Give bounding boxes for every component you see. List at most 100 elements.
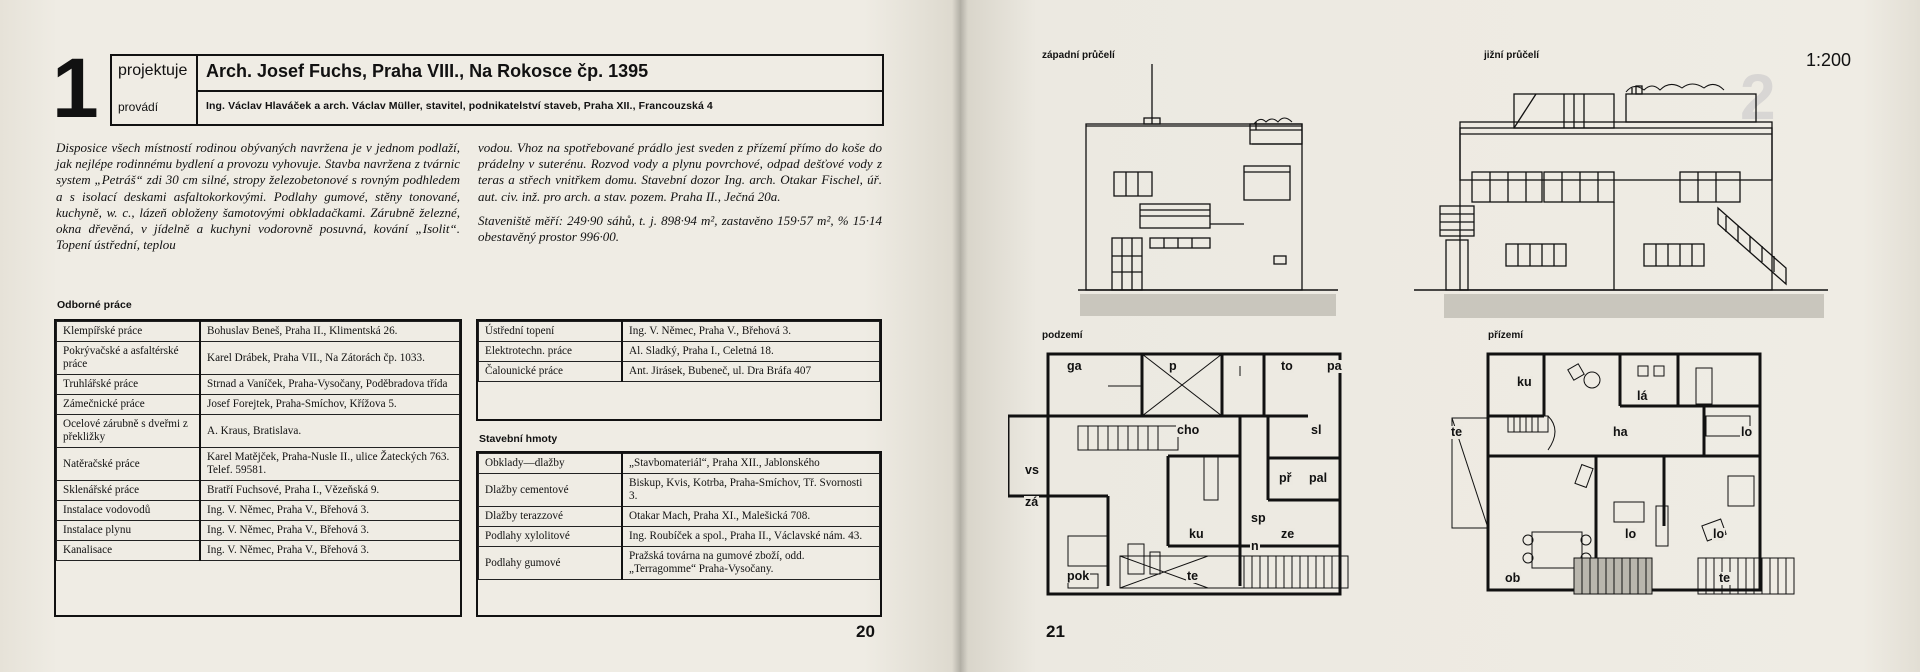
trade-name: Sklenářské práce — [56, 480, 201, 501]
architect-name: Arch. Josef Fuchs, Praha VIII., Na Rokos… — [206, 61, 649, 81]
book-gutter — [952, 0, 968, 672]
firm-name: Bratří Fuchsové, Praha I., Vězeňská 9. — [199, 480, 460, 501]
caption-ground-floor: přízemí — [1488, 330, 1524, 341]
trade-name: Ústřední topení — [478, 321, 623, 342]
firm-name: Ant. Jirásek, Bubeneč, ul. Dra Bráfa 407 — [621, 361, 880, 382]
west-elevation-drawing — [1078, 64, 1338, 316]
trade-name: Obklady—dlažby — [478, 453, 623, 474]
trade-name: Elektrotechn. práce — [478, 341, 623, 362]
room-te-basement: te — [1186, 569, 1200, 583]
room-la: lá — [1636, 389, 1649, 403]
room-pr: př — [1278, 471, 1293, 485]
room-lo-3: lo — [1712, 527, 1726, 541]
room-sl: sl — [1310, 423, 1323, 437]
bleed-through-mark: 2 — [1740, 61, 1776, 133]
firm-name: Al. Sladký, Praha I., Celetná 18. — [621, 341, 880, 362]
trade-name: Čalounické práce — [478, 361, 623, 382]
description-column-2: vodou. Vhoz na spotřebované prádlo jest … — [478, 140, 882, 253]
room-ku-ground: ku — [1516, 375, 1533, 389]
ground-plan-drawing — [1451, 352, 1795, 595]
trade-name: Pokrývačské a asfaltérské práce — [56, 341, 201, 375]
trade-name: Zámečnické práce — [56, 394, 201, 415]
trade-name: Truhlářské práce — [56, 374, 201, 395]
room-za: zá — [1024, 495, 1040, 509]
firm-name: Karel Matějček, Praha-Nusle II., ulice Ž… — [199, 447, 460, 481]
page-number-left: 20 — [856, 622, 875, 641]
room-ob: ob — [1504, 571, 1522, 585]
room-pa: pa — [1326, 359, 1343, 373]
room-te-ground-2: te — [1718, 571, 1732, 585]
firm-name: A. Kraus, Bratislava. — [199, 414, 460, 448]
room-pok: pok — [1066, 569, 1091, 583]
description-column-1: Disposice všech místností rodinou obývan… — [56, 140, 460, 253]
room-te-ground: te — [1450, 425, 1464, 439]
table-frame-b — [476, 319, 882, 421]
right-page: 2 západní průčelí jižní průčelí 1:200 — [960, 0, 1920, 672]
room-sp: sp — [1250, 511, 1267, 525]
room-vs: vs — [1024, 463, 1040, 477]
firm-name: Strnad a Vaníček, Praha-Vysočany, Poděbr… — [199, 374, 460, 395]
section-title-odborne: Odborné práce — [57, 299, 132, 311]
trade-name: Podlahy xylolitové — [478, 526, 623, 547]
page-number-right: 21 — [1046, 622, 1065, 641]
room-lo-1: lo — [1740, 425, 1754, 439]
drawing-scale: 1:200 — [1806, 50, 1852, 70]
trade-name: Dlažby cementové — [478, 473, 623, 507]
trade-name: Natěračské práce — [56, 447, 201, 481]
builder-name: Ing. Václav Hlaváček a arch. Václav Müll… — [206, 100, 713, 112]
firm-name: Ing. V. Němec, Praha V., Břehová 3. — [621, 321, 880, 342]
trade-name: Instalace vodovodů — [56, 500, 201, 521]
hmoty-table: Obklady—dlažby„Stavbomateriál“, Praha XI… — [478, 453, 880, 580]
room-lo-2: lo — [1624, 527, 1638, 541]
header-divider-h — [196, 90, 882, 92]
firm-name: Biskup, Kvis, Kotrba, Praha-Smíchov, Tř.… — [621, 473, 880, 507]
room-p: p — [1168, 359, 1178, 373]
trade-name: Instalace plynu — [56, 520, 201, 541]
room-ga: ga — [1066, 359, 1083, 373]
trade-name: Podlahy gumové — [478, 546, 623, 580]
section-title-hmoty: Stavební hmoty — [479, 433, 558, 445]
trade-name: Dlažby terazzové — [478, 506, 623, 527]
firm-name: Josef Forejtek, Praha-Smíchov, Křížova 5… — [199, 394, 460, 415]
table-row: Obklady—dlažby„Stavbomateriál“, Praha XI… — [478, 453, 880, 474]
caption-south-facade: jižní průčelí — [1484, 50, 1540, 61]
trade-name: Kanalisace — [56, 540, 201, 561]
trade-name: Ocelové zárubně s dveřmi z překližky — [56, 414, 201, 448]
firm-name: „Stavbomateriál“, Praha XII., Jablonskéh… — [621, 453, 880, 474]
label-design: projektuje — [118, 62, 188, 79]
basement-plan-drawing — [1008, 352, 1349, 596]
room-ku: ku — [1188, 527, 1205, 541]
firm-name: Ing. Roubíček a spol., Praha II., Václav… — [621, 526, 880, 547]
description-text-2: vodou. Vhoz na spotřebované prádlo jest … — [478, 140, 882, 204]
south-elevation-drawing — [1414, 83, 1828, 318]
description-text-1: Disposice všech místností rodinou obývan… — [56, 140, 460, 253]
room-to: to — [1280, 359, 1294, 373]
firm-name: Bohuslav Beneš, Praha II., Klimentská 26… — [199, 321, 460, 342]
trade-name: Klempířské práce — [56, 321, 201, 342]
firm-name: Karel Drábek, Praha VII., Na Zátorách čp… — [199, 341, 460, 375]
room-n: n — [1250, 539, 1260, 553]
left-page: 1 projektuje provádí Arch. Josef Fuchs, … — [0, 0, 960, 672]
firm-name: Pražská továrna na gumové zboží, odd. „T… — [621, 546, 880, 580]
caption-basement: podzemí — [1042, 330, 1083, 341]
firm-name: Ing. V. Němec, Praha V., Břehová 3. — [199, 500, 460, 521]
firm-name: Ing. V. Němec, Praha V., Břehová 3. — [199, 540, 460, 561]
